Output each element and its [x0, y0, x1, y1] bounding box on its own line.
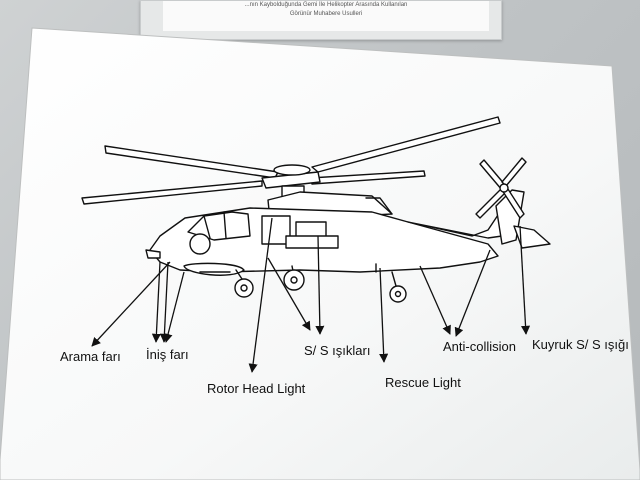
main-landing-gear — [234, 265, 305, 298]
rotor-blade-left-lower — [81, 180, 263, 205]
label-tail-ss-light: Kuyruk S/ S ışığı — [532, 337, 629, 352]
horizontal-stabilizer — [513, 225, 551, 249]
callout-arrows — [91, 217, 531, 373]
top-sign-line-2: Görünür Muhabere Usulleri — [289, 11, 363, 17]
tail-rotor — [475, 157, 527, 219]
arrow-rescue-light — [379, 267, 389, 363]
arrow-landing-light-3 — [163, 271, 185, 343]
arrow-ss-lights-2 — [315, 235, 325, 335]
arrow-anti-collision-2 — [454, 249, 491, 337]
arrow-search-light — [91, 261, 171, 347]
arrow-rotor-head-light — [248, 217, 273, 373]
arrow-landing-light-2 — [159, 261, 169, 343]
arrow-tail-ss-light — [519, 225, 531, 335]
arrow-ss-lights-1 — [267, 257, 311, 331]
top-sign-text: ...nın Kaybolduğunda Gemi İle Helikopter… — [163, 1, 489, 31]
tail-landing-gear — [389, 271, 407, 303]
nose-sensor — [189, 233, 211, 255]
label-ss-lights: S/ S ışıkları — [304, 343, 371, 358]
label-rescue-light: Rescue Light — [385, 375, 461, 390]
top-sign: ...nın Kaybolduğunda Gemi İle Helikopter… — [140, 0, 502, 40]
label-landing-light: İniş farı — [146, 347, 189, 362]
arrow-anti-collision-1 — [419, 265, 451, 335]
label-anti-collision: Anti-collision — [443, 339, 516, 354]
rotor-head — [273, 164, 311, 176]
top-sign-line-1: ...nın Kaybolduğunda Gemi İle Helikopter… — [244, 2, 408, 8]
helicopter-drawing — [81, 116, 551, 303]
label-search-light: Arama farı — [60, 349, 121, 364]
label-rotor-head-light: Rotor Head Light — [207, 381, 306, 396]
arrow-landing-light-1 — [151, 261, 161, 343]
